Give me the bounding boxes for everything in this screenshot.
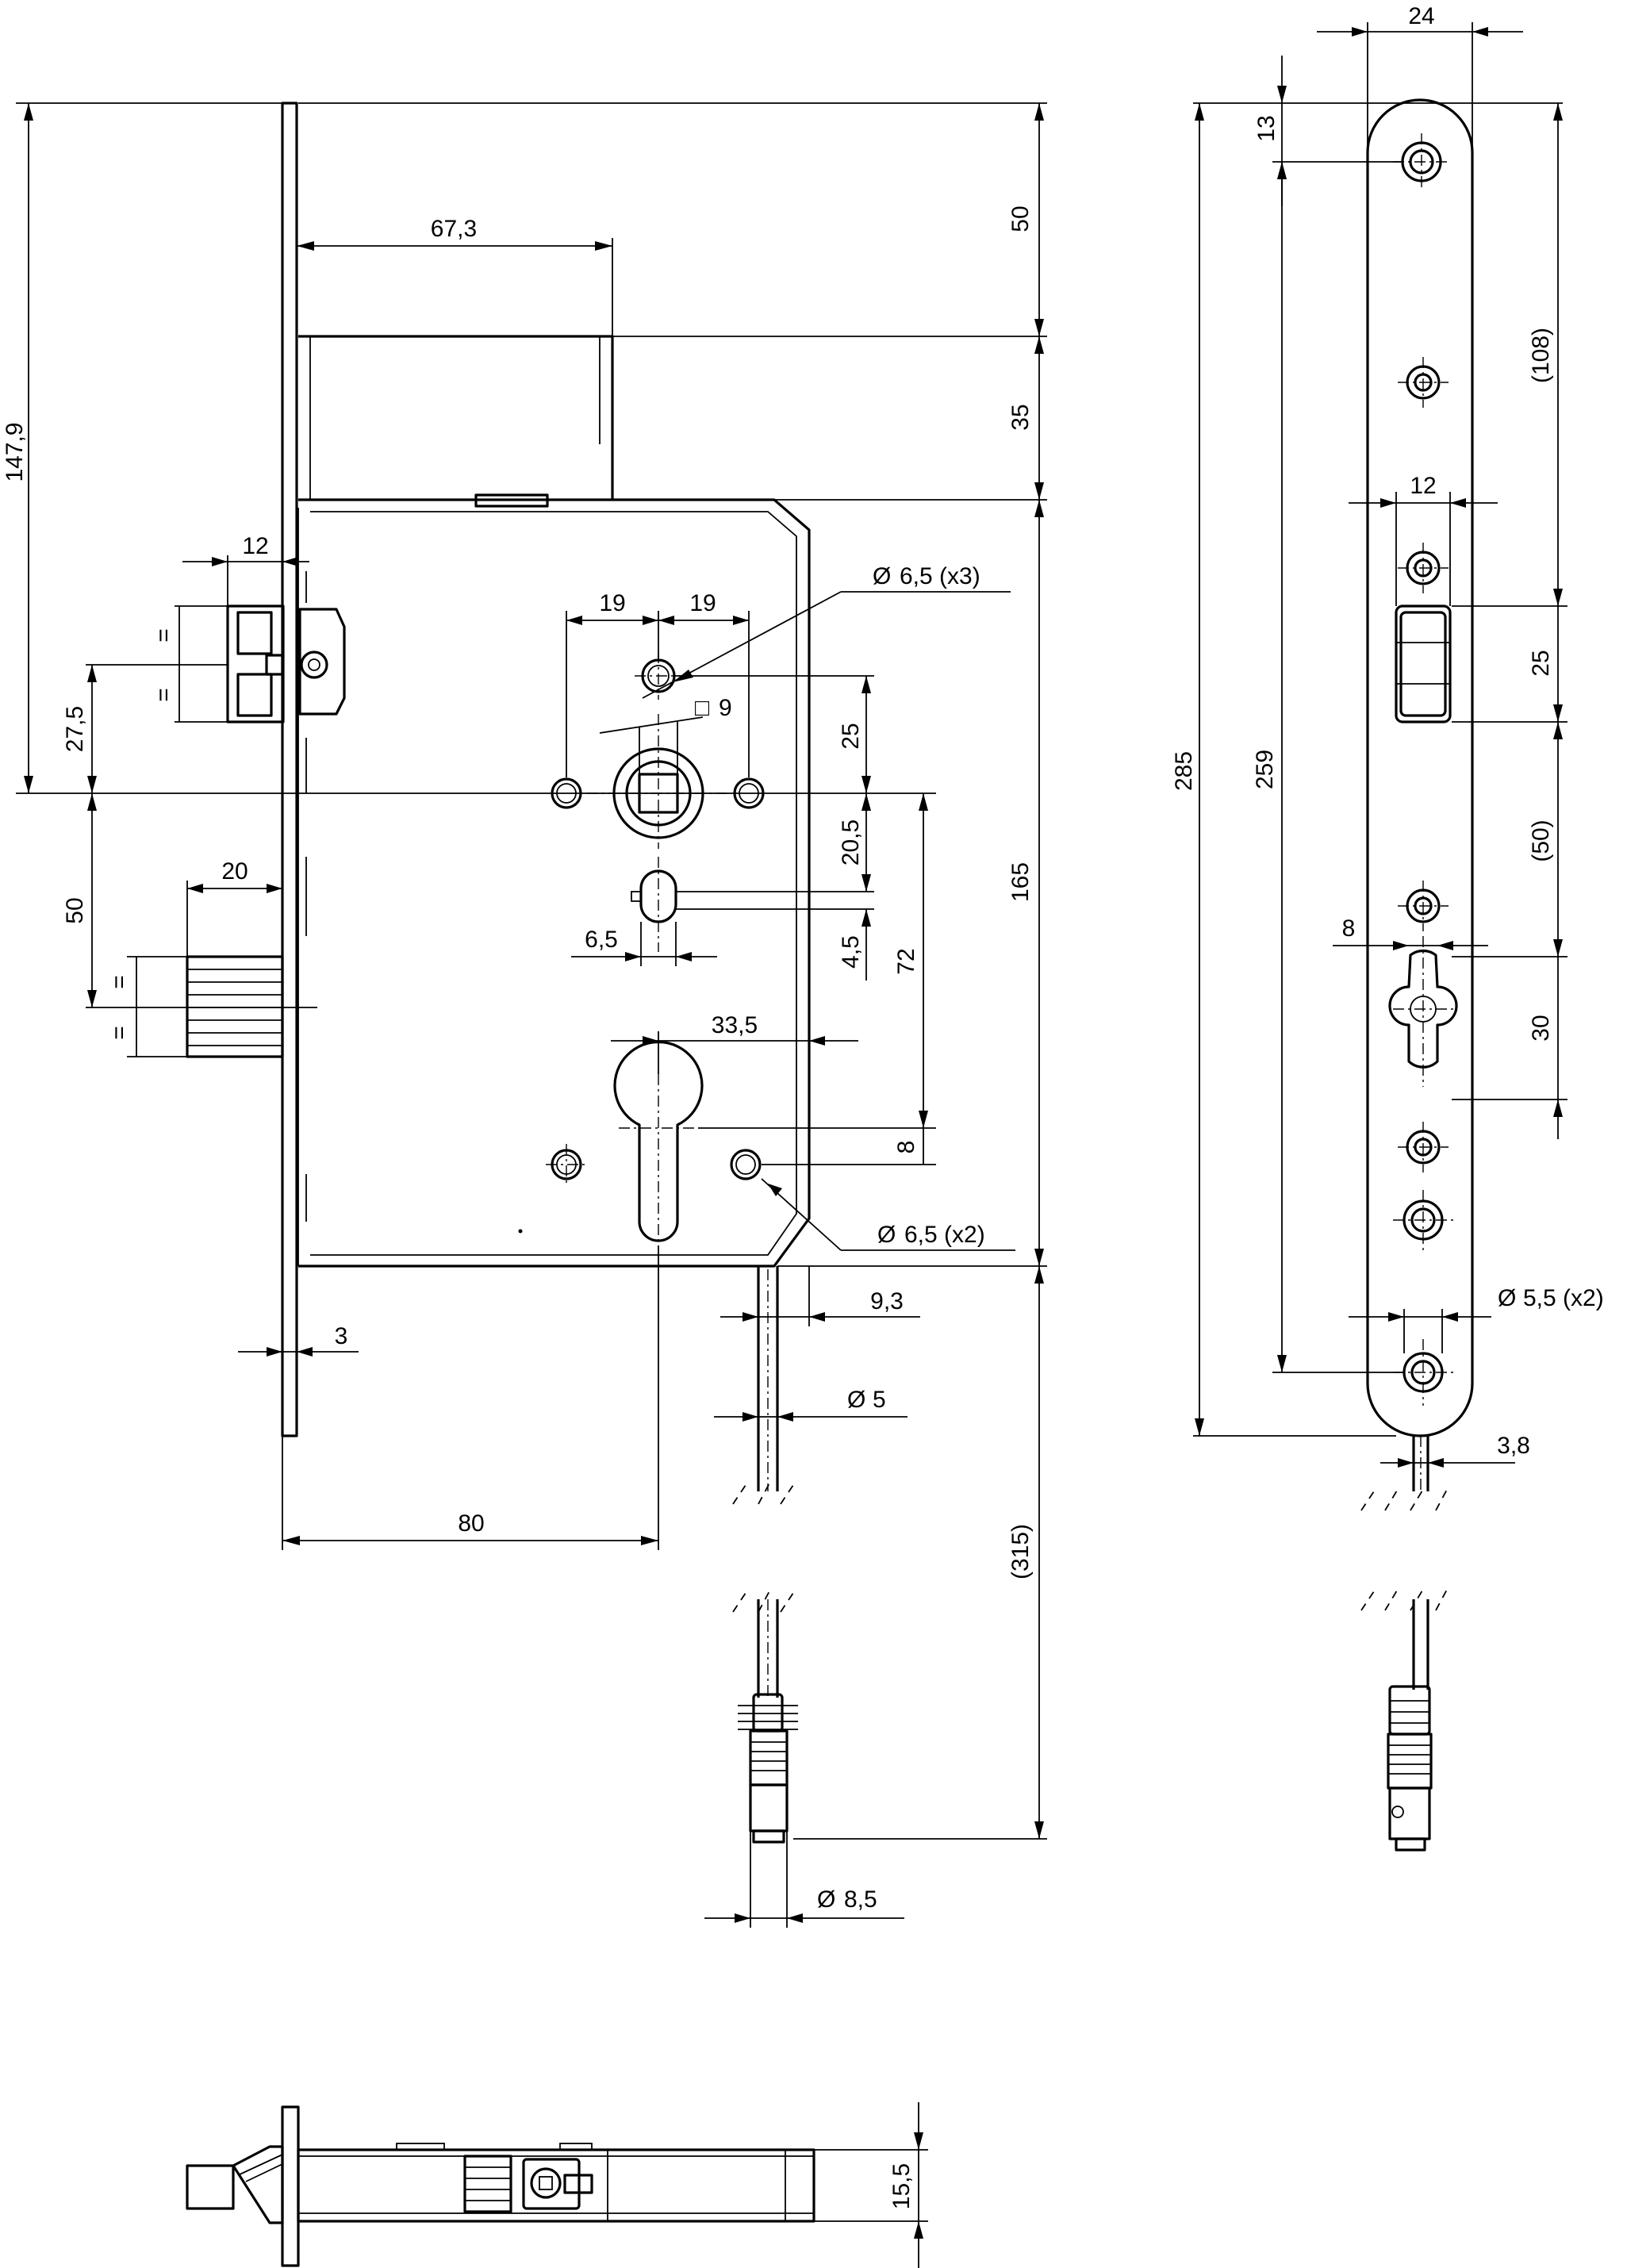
dim-front-8: 8: [1342, 915, 1356, 942]
connector-side: [738, 1693, 798, 1844]
symbol-diameter-4: Ø: [817, 1886, 835, 1913]
dim-bolt-20: 20: [221, 858, 248, 885]
bottom-bolt: [186, 2164, 235, 2210]
cable-side: [732, 1266, 797, 1698]
dim-8-5: 8,5: [844, 1886, 877, 1913]
dim-slot-6-5: 6,5: [585, 927, 618, 953]
dim-square-9: 9: [719, 695, 732, 721]
bottom-faceplate: [281, 2105, 300, 2267]
dim-25: 25: [838, 723, 864, 749]
dim-50-bolt: 50: [62, 897, 88, 923]
cylinder-cutout: [613, 1040, 704, 1245]
dim-front-30: 30: [1528, 1015, 1554, 1041]
dim-cable-5: 5: [873, 1387, 886, 1413]
dim-285: 285: [1171, 751, 1197, 791]
dim-front-50: (50): [1528, 819, 1554, 862]
hole-bottom-right: [730, 1149, 762, 1180]
dim-latch-eq2: =: [151, 688, 177, 702]
latch-bolt: [226, 604, 346, 723]
dim-8: 8: [893, 1141, 919, 1154]
front-screw-3: [1398, 543, 1449, 593]
dim-165: 165: [1007, 862, 1034, 902]
dim-6-5-x2: 6,5 (x2): [904, 1222, 985, 1248]
cable-front: [1360, 1436, 1449, 1690]
dim-latch-eq1: =: [151, 628, 177, 643]
symbol-diameter-3: Ø: [847, 1387, 865, 1413]
lock-side-view: [186, 102, 811, 1844]
dim-front-25: 25: [1528, 650, 1554, 676]
dim-147-9: 147,9: [2, 422, 28, 482]
dim-50-top: 50: [1007, 205, 1034, 232]
faceplate-front-view: [1360, 98, 1474, 1852]
front-screw-5: [1398, 1122, 1449, 1172]
symbol-diameter-1: Ø: [873, 563, 891, 589]
dim-bolt-eq2: =: [106, 1026, 132, 1040]
dim-13: 13: [1253, 115, 1280, 141]
connector-front: [1387, 1685, 1433, 1852]
dim-15-5: 15,5: [888, 2163, 915, 2209]
dim-20-5: 20,5: [838, 819, 864, 865]
front-screw-4: [1398, 881, 1449, 931]
dim-67-3: 67,3: [431, 216, 477, 242]
front-latch: [1395, 604, 1452, 723]
dim-3: 3: [335, 1323, 348, 1349]
case-upper-box: [298, 335, 614, 500]
dim-4-5: 4,5: [838, 935, 864, 969]
symbol-square: □: [695, 695, 710, 721]
symbol-diameter-2: Ø: [877, 1222, 896, 1248]
side-dimensions: 147,9 50 35 165 (315) 67,3 12 = =: [2, 102, 1047, 1928]
dim-259: 259: [1252, 750, 1278, 789]
follower-hub: [587, 714, 730, 849]
dim-3-8: 3,8: [1497, 1433, 1530, 1459]
symbol-diameter-5: Ø: [1498, 1285, 1516, 1311]
slot: [631, 857, 677, 952]
dim-front-12: 12: [1410, 473, 1436, 499]
dim-9-3: 9,3: [870, 1288, 904, 1314]
dim-24: 24: [1408, 3, 1434, 29]
dim-5-5-x2: 5,5 (x2): [1523, 1285, 1604, 1311]
front-hole-mid: [1393, 1190, 1453, 1250]
dim-latch-12: 12: [242, 533, 268, 559]
dim-19-right: 19: [689, 590, 716, 616]
dead-bolt: [186, 955, 284, 1058]
bottom-view: 15,5: [186, 2102, 928, 2268]
dim-35: 35: [1007, 404, 1034, 430]
dim-19-left: 19: [599, 590, 625, 616]
front-screw-2: [1398, 357, 1449, 408]
dim-bolt-eq1: =: [106, 975, 132, 989]
faceplate-side: [281, 102, 298, 1437]
front-dimensions: 24 13 285 259 (108) 25 (50) 30: [1171, 3, 1604, 1468]
dim-315: (315): [1007, 1524, 1034, 1579]
dim-27-5: 27,5: [62, 706, 88, 752]
dim-72: 72: [893, 948, 919, 974]
lock-case: [298, 498, 811, 1268]
faceplate-outline: [1366, 98, 1474, 1437]
dim-6-5-x3: 6,5 (x3): [900, 563, 980, 589]
bottom-case: [297, 2148, 815, 2223]
front-bolt: [1388, 936, 1458, 1087]
dim-33-5: 33,5: [712, 1012, 758, 1038]
front-hole-bottom: [1393, 1339, 1453, 1406]
dim-80: 80: [458, 1510, 484, 1537]
dim-108: (108): [1528, 328, 1554, 383]
